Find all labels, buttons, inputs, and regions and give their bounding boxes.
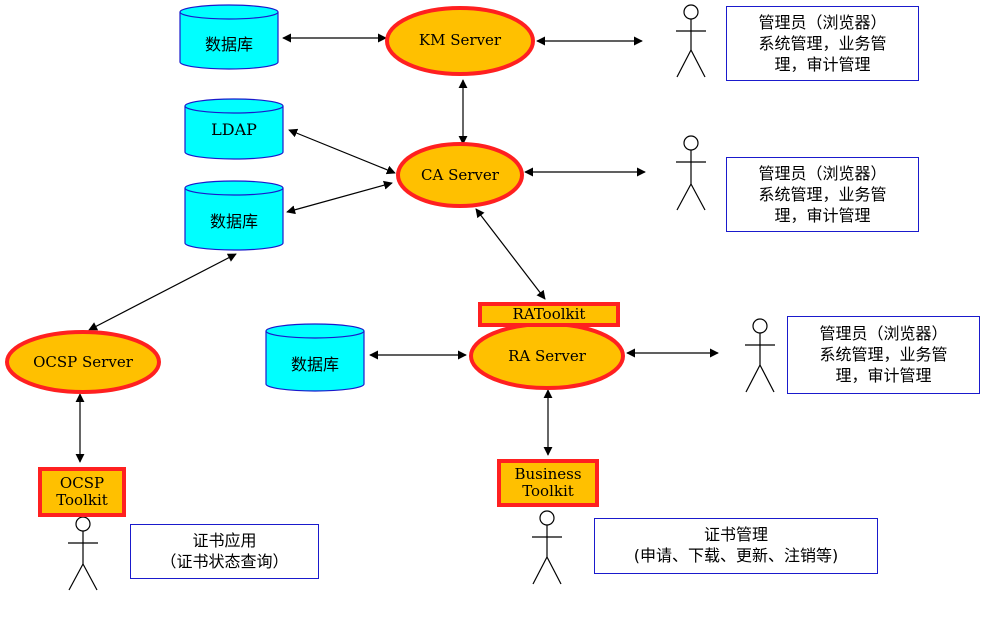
business-toolkit-box: Business Toolkit <box>497 459 599 507</box>
link-db-ocsp <box>88 253 237 331</box>
ocsp-toolkit-box: OCSP Toolkit <box>38 467 126 517</box>
ca-admin-note-line-3: 理，审计管理 <box>774 206 871 225</box>
actor-icon-ca-admin <box>676 135 706 211</box>
cert-mgmt-note: 证书管理 (申请、下载、更新、注销等) <box>594 518 878 574</box>
cert-app-note-line-1: 证书应用 <box>192 531 257 550</box>
database-ra-label: 数据库 <box>290 355 339 374</box>
ocsp-server-label: OCSP Server <box>33 353 133 371</box>
cert-mgmt-note-line-1: 证书管理 <box>703 525 768 544</box>
actor-icon-km-admin <box>676 4 706 78</box>
ra-admin-note-line-2: 系统管理，业务管 <box>819 345 948 364</box>
actor-icon-ra-admin <box>745 318 775 393</box>
database-ca <box>184 180 284 251</box>
link-ldap-ca <box>288 128 396 175</box>
ocsp-toolkit-line-2: Toolkit <box>56 491 108 509</box>
database-ra <box>265 323 365 392</box>
ra-server-label: RA Server <box>508 347 586 365</box>
km-server-node <box>385 6 535 76</box>
ocsp-server-node <box>5 330 161 394</box>
ca-admin-note: 管理员（浏览器） 系统管理，业务管 理，审计管理 <box>726 157 919 232</box>
actor-icon-cert-app <box>68 516 98 591</box>
link-db-ca <box>286 180 393 215</box>
database-ca-label: 数据库 <box>209 212 258 231</box>
ca-admin-note-line-1: 管理员（浏览器） <box>758 164 887 183</box>
database-km <box>179 4 279 70</box>
link-ca-ratoolkit <box>475 208 546 300</box>
ca-server-node <box>396 142 524 208</box>
ra-admin-note-line-1: 管理员（浏览器） <box>819 324 948 343</box>
business-toolkit-line-2: Toolkit <box>522 482 574 500</box>
ra-admin-note: 管理员（浏览器） 系统管理，业务管 理，审计管理 <box>787 316 980 394</box>
actor-icon-cert-mgmt <box>532 510 562 585</box>
cert-app-note: 证书应用 （证书状态查询） <box>130 524 319 579</box>
ocsp-toolkit-line-1: OCSP <box>59 474 105 492</box>
database-km-label: 数据库 <box>204 35 253 54</box>
cert-mgmt-note-line-2: (申请、下载、更新、注销等) <box>633 546 839 565</box>
ra-toolkit-box: RAToolkit <box>478 302 620 327</box>
database-ldap <box>184 98 284 160</box>
ra-admin-note-line-3: 理，审计管理 <box>835 366 932 385</box>
cert-app-note-line-2: （证书状态查询） <box>160 552 289 571</box>
business-toolkit-line-1: Business <box>514 465 582 483</box>
km-admin-note-line-1: 管理员（浏览器） <box>758 13 887 32</box>
ca-server-label: CA Server <box>421 166 499 184</box>
km-admin-note-line-2: 系统管理，业务管 <box>758 34 887 53</box>
km-admin-note: 管理员（浏览器） 系统管理，业务管 理，审计管理 <box>726 6 919 81</box>
km-admin-note-line-3: 理，审计管理 <box>774 55 871 74</box>
ra-toolkit-label: RAToolkit <box>512 305 586 323</box>
database-ldap-label: LDAP <box>211 120 257 139</box>
ca-admin-note-line-2: 系统管理，业务管 <box>758 185 887 204</box>
km-server-label: KM Server <box>418 31 502 49</box>
